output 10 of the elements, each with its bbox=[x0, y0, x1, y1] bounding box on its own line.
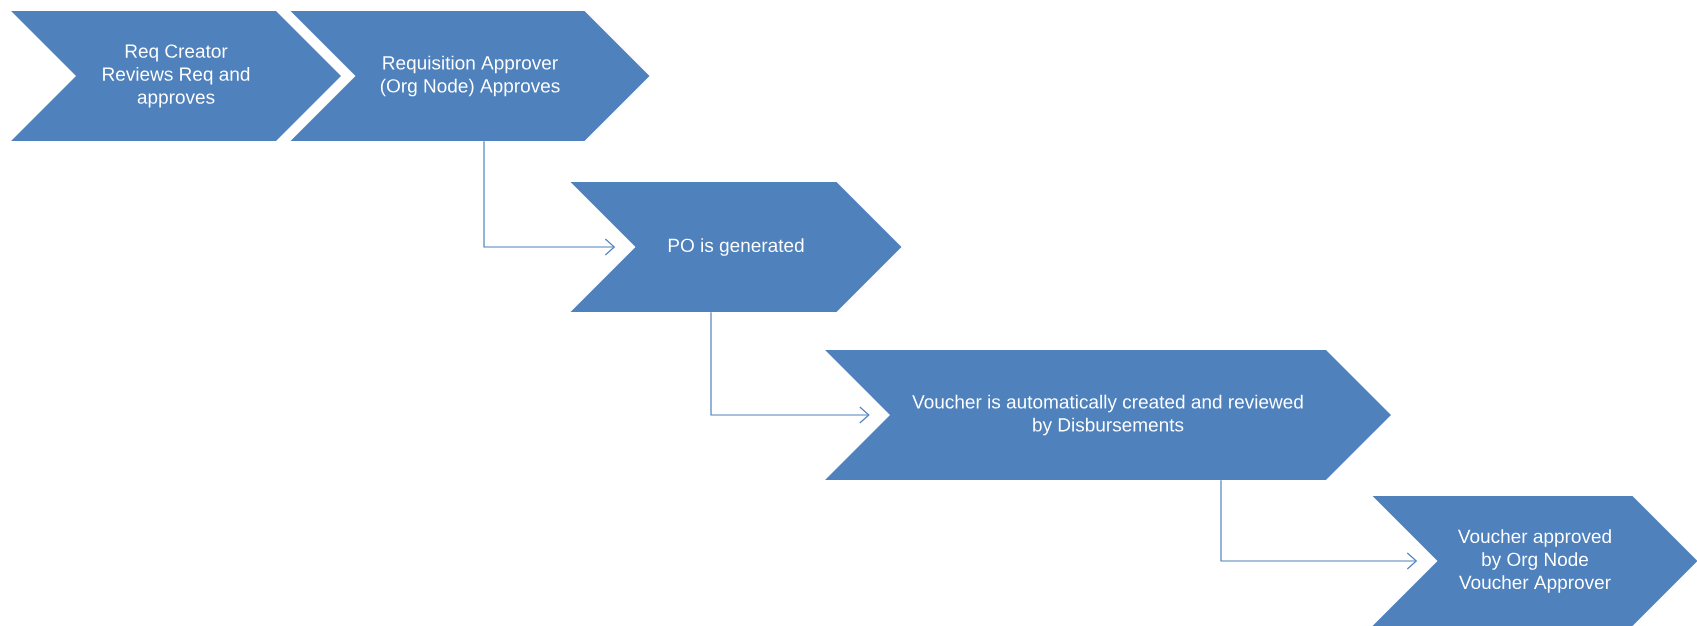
arrow bbox=[1220, 479, 1418, 570]
arrow bbox=[483, 140, 616, 256]
arrow bbox=[710, 311, 870, 424]
chevron-step: Voucher is automatically created and reviewed by Disbursements bbox=[825, 350, 1391, 480]
chevron-step: Requisition Approver (Org Node) Approves bbox=[290, 11, 650, 141]
node-label: Req Creator Reviews Req and approves bbox=[103, 44, 250, 108]
chevron-step: Voucher approved by Org Node Voucher Approver bbox=[1372, 496, 1697, 626]
node-label: Requisition Approver (Org Node) Approves bbox=[380, 55, 560, 97]
chevron-step: PO is generated bbox=[570, 182, 902, 312]
chevron-step: Req Creator Reviews Req and approves bbox=[11, 11, 341, 141]
